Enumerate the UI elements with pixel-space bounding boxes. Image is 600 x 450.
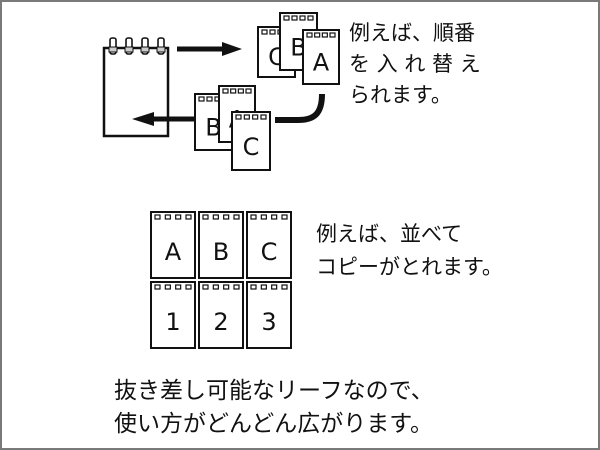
page-label: A — [165, 238, 182, 266]
binding-holes — [283, 15, 314, 21]
copy-caption: 例えば、並べて コピーがとれます。 — [316, 218, 503, 284]
page-label: B — [213, 238, 229, 266]
arrow-right-icon — [177, 42, 242, 56]
footer-line: 使い方がどんどん広がります。 — [114, 411, 434, 437]
curved-arrow-left-icon — [275, 93, 325, 123]
binding-holes — [250, 214, 288, 220]
caption-line: を 入 れ 替 え — [349, 52, 481, 76]
ring-icon — [156, 37, 166, 55]
ring-icon — [140, 37, 150, 55]
grid-page: 2 — [198, 281, 244, 349]
binding-holes — [154, 284, 192, 290]
caption-line: られます。 — [349, 83, 452, 107]
footer-caption: 抜き差し可能なリーフなので、 使い方がどんどん広がります。 — [114, 375, 434, 441]
page-label: C — [243, 133, 260, 161]
grid-page: A — [150, 211, 196, 279]
stacked-page: A — [302, 29, 340, 85]
page-label: 1 — [165, 308, 180, 336]
binding-holes — [154, 214, 192, 220]
binding-holes — [306, 32, 336, 38]
binding-holes — [222, 88, 252, 94]
binding-holes — [235, 114, 267, 120]
page-label: A — [313, 48, 330, 76]
page-label: B — [205, 114, 221, 142]
page-label: C — [261, 238, 278, 266]
caption-line: 例えば、並べて — [316, 222, 463, 246]
notepad-rings — [108, 37, 166, 55]
page-label: 2 — [213, 308, 228, 336]
page-grid: A B C 1 2 3 — [150, 211, 292, 349]
ring-icon — [124, 37, 134, 55]
binding-holes — [250, 284, 288, 290]
stacked-page: C — [231, 111, 271, 171]
caption-line: コピーがとれます。 — [316, 255, 503, 279]
binding-holes — [202, 284, 240, 290]
grid-page: 1 — [150, 281, 196, 349]
grid-page: B — [198, 211, 244, 279]
footer-line: 抜き差し可能なリーフなので、 — [114, 378, 434, 404]
ring-icon — [108, 37, 118, 55]
reorder-caption: 例えば、順番 を 入 れ 替 え られます。 — [349, 18, 481, 111]
grid-page: 3 — [246, 281, 292, 349]
binding-holes — [202, 214, 240, 220]
arrow-left-icon — [132, 112, 194, 126]
page-label: 3 — [261, 308, 276, 336]
notepad — [102, 37, 170, 138]
page-stack-bottom: BAC — [194, 85, 271, 171]
caption-line: 例えば、順番 — [349, 21, 475, 45]
grid-page: C — [246, 211, 292, 279]
